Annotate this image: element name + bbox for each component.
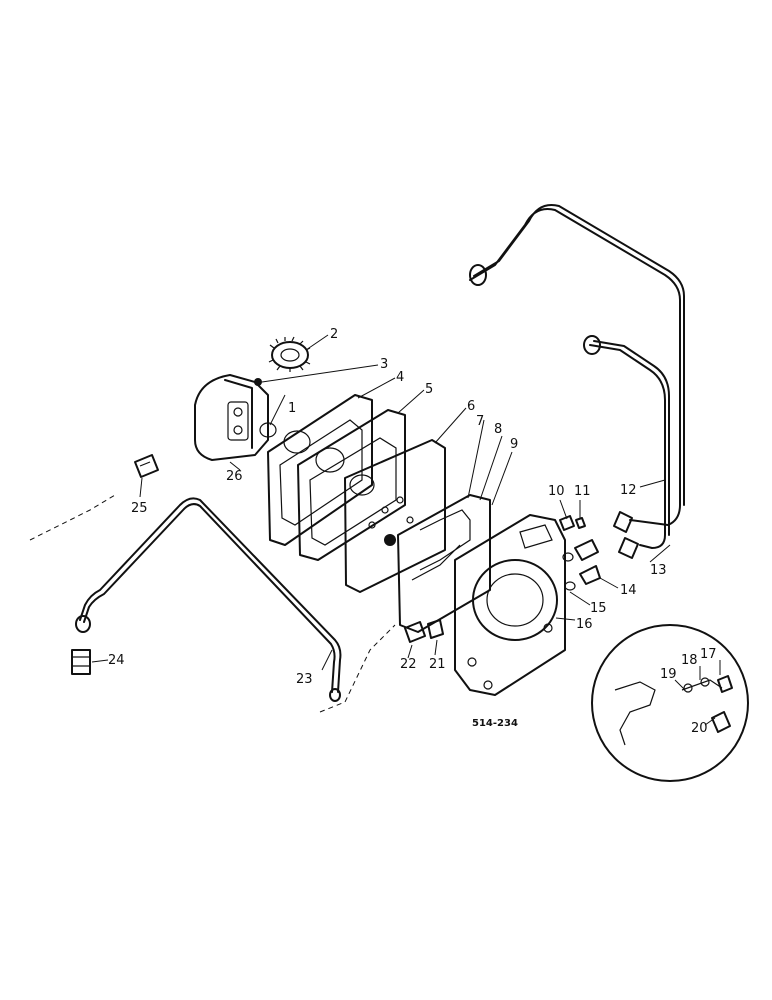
- callout-20: 20: [691, 721, 708, 736]
- fittings-21-22: [404, 619, 444, 643]
- housing-cover: [194, 374, 277, 461]
- callout-11: 11: [574, 484, 591, 499]
- fitting-25: [134, 454, 159, 478]
- callout-1: 1: [288, 401, 296, 416]
- callout-21: 21: [429, 657, 446, 672]
- dashed-connection: [319, 624, 396, 713]
- passage-plate-7-8: [397, 494, 491, 633]
- callout-9: 9: [510, 437, 518, 452]
- valve-plate-6: [344, 439, 446, 593]
- callout-24: 24: [108, 653, 125, 668]
- pipe-13: [583, 335, 670, 559]
- callout-labels: 1 2 3 4 5 6 7 8 9 10 11 12 13 14 15 16 1…: [108, 327, 717, 736]
- callout-15: 15: [590, 601, 607, 616]
- callout-22: 22: [400, 657, 417, 672]
- callout-13: 13: [650, 563, 667, 578]
- callout-6: 6: [467, 399, 475, 414]
- callout-5: 5: [425, 382, 433, 397]
- callout-3: 3: [380, 357, 388, 372]
- callout-4: 4: [396, 370, 404, 385]
- gear: [268, 336, 311, 372]
- callout-7: 7: [476, 414, 484, 429]
- faint-linkage: [29, 494, 116, 541]
- callout-17: 17: [700, 647, 717, 662]
- callout-14: 14: [620, 583, 637, 598]
- callout-2: 2: [330, 327, 338, 342]
- callout-18: 18: [681, 653, 698, 668]
- callout-19: 19: [660, 667, 677, 682]
- gasket-plate-4: [267, 394, 373, 546]
- fitting-24: [71, 649, 91, 675]
- pipe-23: [75, 497, 342, 702]
- main-valve-body: [454, 514, 566, 696]
- callout-26: 26: [226, 469, 243, 484]
- pipe-12: [469, 204, 685, 533]
- diagram-code: 514-234: [472, 718, 518, 729]
- callout-25: 25: [131, 501, 148, 516]
- callout-16: 16: [576, 617, 593, 632]
- detail-inset: [591, 624, 749, 782]
- callout-10: 10: [548, 484, 565, 499]
- leader-lines: [91, 334, 721, 726]
- callout-12: 12: [620, 483, 637, 498]
- callout-8: 8: [494, 422, 502, 437]
- callout-23: 23: [296, 672, 313, 687]
- gasket-plate-5: [297, 409, 406, 561]
